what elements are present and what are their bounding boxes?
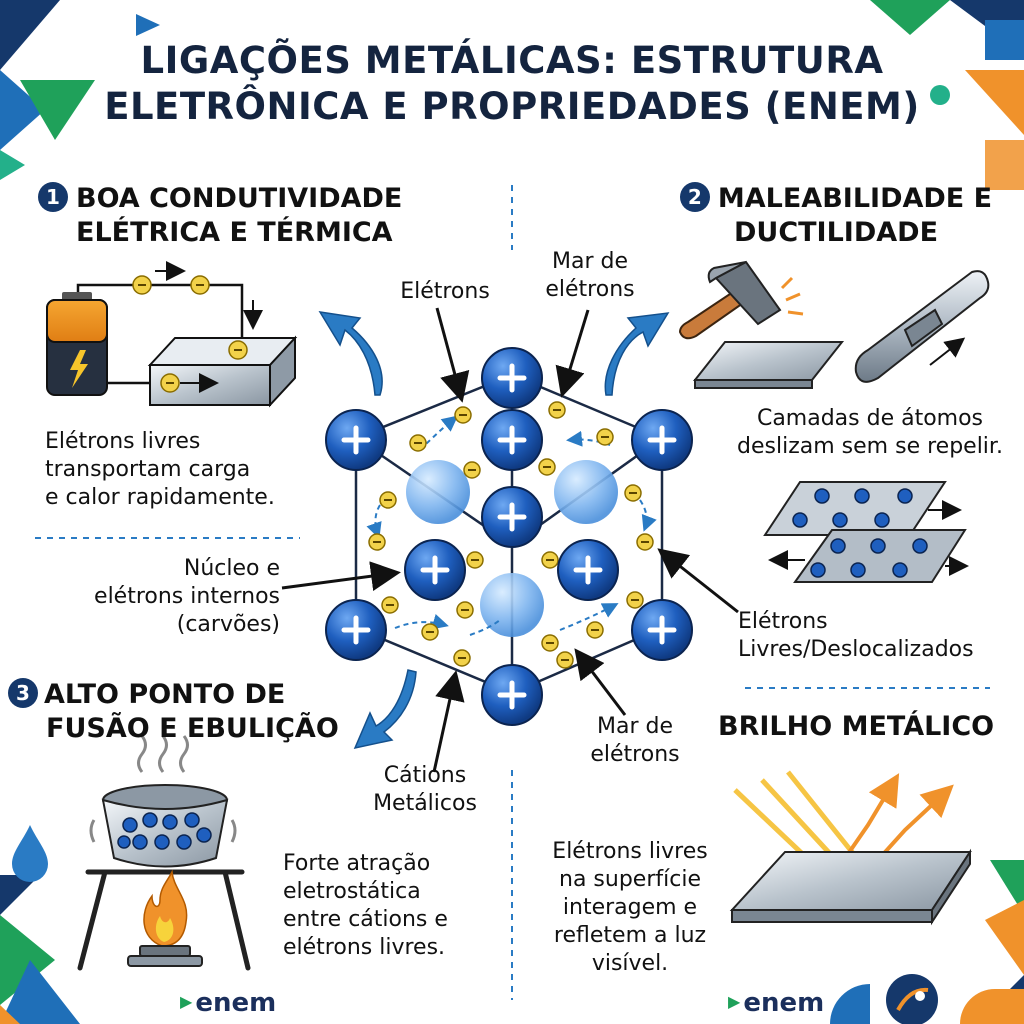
electron-minus-signs — [373, 409, 649, 661]
conductivity-heading-line-2: ELÉTRICA E TÉRMICA — [76, 217, 393, 248]
conductivity-heading: 1 BOA CONDUTIVIDADE ELÉTRICA E TÉRMICA — [38, 182, 402, 250]
play-icon: ▶ — [728, 992, 741, 1011]
label-nucleus-line-1: Núcleo e — [183, 556, 280, 581]
malleability-text-line-1: Camadas de átomos — [756, 406, 984, 431]
label-pointers — [281, 307, 739, 773]
melting-text-line-4: elétrons livres. — [283, 935, 446, 960]
label-cations-line-1: Cátions — [383, 763, 467, 788]
label-electrons: Elétrons — [400, 279, 490, 304]
malleability-text-line-2: deslizam sem se repelir. — [737, 434, 1003, 459]
metal-lattice — [325, 347, 693, 726]
luster-heading: BRILHO METÁLICO — [718, 711, 995, 742]
label-free-electrons-line-2: Livres/Deslocalizados — [738, 637, 974, 662]
conductivity-heading-line-1: BOA CONDUTIVIDADE — [76, 183, 403, 214]
metal-rod-icon — [854, 270, 990, 383]
cation-plus-signs — [341, 363, 677, 710]
label-sea-bottom-line-2: elétrons — [590, 742, 680, 767]
luster-text-line-3: interagem e — [562, 895, 698, 920]
enem-logo-right-text: enem — [743, 988, 825, 1018]
enem-logo-left-text: enem — [195, 988, 277, 1018]
malleability-heading-line-2: DUCTILIDADE — [733, 217, 939, 248]
label-free-electrons-line-1: Elétrons — [738, 609, 828, 634]
conductivity-text-line-1: Elétrons livres — [45, 429, 201, 454]
pot-on-stove-icon — [77, 735, 251, 971]
badge-logo — [886, 974, 938, 1024]
malleability-text: Camadas de átomos deslizam sem se repeli… — [720, 405, 1020, 461]
title-line-2: ELETRÔNICA E PROPRIEDADES (ENEM) — [104, 85, 920, 128]
battery-circuit — [46, 261, 298, 408]
luster-text: Elétrons livres na superfície interagem … — [530, 838, 730, 978]
label-free-electrons: Elétrons Livres/Deslocalizados — [738, 608, 1018, 664]
section-number-1: 1 — [38, 182, 68, 212]
label-nucleus: Núcleo e elétrons internos (carvões) — [60, 555, 280, 639]
enem-logo-left: ▶enem — [180, 988, 276, 1018]
label-nucleus-line-2: elétrons internos — [94, 584, 280, 609]
luster-text-line-2: na superfície — [559, 867, 701, 892]
malleability-heading-line-1: MALEABILIDADE E — [717, 183, 993, 214]
conductivity-text: Elétrons livres transportam carga e calo… — [45, 428, 275, 512]
label-cations-line-2: Metálicos — [373, 791, 477, 816]
reflective-plate-icon — [729, 848, 972, 926]
luster-text-line-5: visível. — [591, 951, 669, 976]
label-sea-bottom: Mar de elétrons — [570, 713, 700, 769]
section-number-2: 2 — [679, 182, 710, 212]
melting-text-line-3: entre cátions e — [283, 907, 448, 932]
label-nucleus-line-3: (carvões) — [176, 612, 280, 637]
conductivity-text-line-2: transportam carga — [45, 457, 251, 482]
melting-text-line-1: Forte atração — [283, 851, 431, 876]
circuit-electrons — [132, 275, 248, 393]
label-cations: Cátions Metálicos — [350, 762, 500, 818]
play-icon: ▶ — [180, 992, 193, 1011]
label-sea-bottom-line-1: Mar de — [596, 714, 673, 739]
section-number-3: 3 — [8, 678, 38, 708]
title-line-1: LIGAÇÕES METÁLICAS: ESTRUTURA — [140, 39, 884, 82]
battery-icon — [46, 292, 108, 396]
metal-sheet-icon — [692, 341, 845, 389]
luster-text-line-1: Elétrons livres — [552, 839, 708, 864]
sliding-layers-icon — [763, 481, 969, 583]
label-sea-top-line-2: elétrons — [545, 277, 635, 302]
metal-block-icon — [147, 335, 298, 408]
enem-logo-right: ▶enem — [728, 988, 824, 1018]
label-sea-top: Mar de elétrons — [525, 248, 655, 304]
label-sea-top-line-1: Mar de — [551, 249, 628, 274]
melting-text-line-2: eletrostática — [283, 879, 421, 904]
flame-icon — [127, 869, 203, 967]
melting-heading-line-2: FUSÃO E EBULIÇÃO — [46, 713, 339, 744]
page-title: LIGAÇÕES METÁLICAS: ESTRUTURA ELETRÔNICA… — [90, 38, 934, 130]
melting-heading-line-1: ALTO PONTO DE — [44, 679, 286, 710]
melting-text: Forte atração eletrostática entre cátion… — [283, 850, 448, 962]
conductivity-text-line-3: e calor rapidamente. — [45, 485, 275, 510]
property-arrows — [318, 311, 670, 750]
luster-text-line-4: refletem a luz — [553, 923, 707, 948]
hammer-icon — [678, 260, 804, 340]
